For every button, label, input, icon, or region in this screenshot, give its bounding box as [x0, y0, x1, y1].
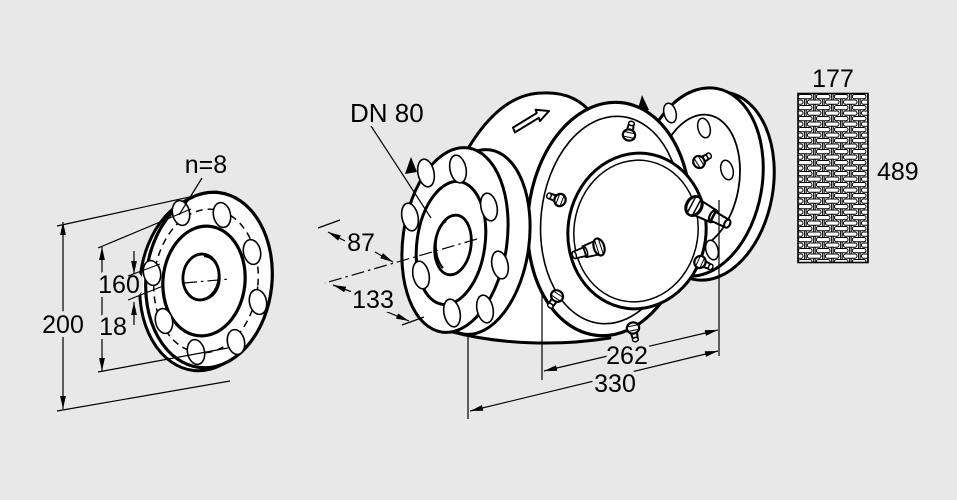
bolt-hole: [154, 307, 174, 335]
rear-bolt-hole: [662, 102, 678, 124]
mesh-detail-view: 177 489: [797, 61, 923, 264]
valve-body-view: [400, 86, 776, 345]
dim-label-87: 87: [347, 229, 375, 257]
dim-label-bolt-circle: 160: [98, 271, 140, 299]
bolt-hole: [142, 259, 162, 287]
dim-label-outer-diameter: 200: [42, 311, 84, 339]
flow-direction-arrow-icon: [512, 108, 550, 134]
front-bolt-hole: [475, 294, 495, 324]
flange-detail-view: [138, 190, 274, 373]
dimension-133: 133: [332, 282, 425, 326]
dn-callout: DN 80: [346, 94, 432, 219]
bolt-hole: [186, 338, 206, 366]
bolt-hole: [248, 288, 268, 316]
front-bolt-hole: [442, 298, 462, 328]
bolt-hole: [226, 328, 246, 356]
dim-label-bolt-hole: 18: [99, 313, 127, 341]
dimension-line: [469, 350, 719, 412]
front-bolt-hole: [416, 158, 436, 188]
bolt-count-label: n=8: [185, 151, 227, 179]
leader-line: [370, 125, 432, 219]
front-bolt-hole: [490, 250, 510, 280]
tick-line: [401, 316, 425, 326]
bolt-count-callout: n=8: [178, 147, 231, 216]
valve-dimensions: DN 80 87 133 262 330: [317, 94, 720, 419]
rear-bolt-hole: [719, 159, 735, 181]
front-flange-tab: [405, 157, 417, 174]
front-bolt-hole: [400, 202, 420, 232]
bore-center-line: [183, 278, 231, 284]
dimension-87: 87: [317, 219, 394, 263]
dn-label: DN 80: [350, 98, 424, 128]
extension-line: [97, 208, 192, 249]
rear-bolt-hole: [696, 117, 712, 139]
front-bolt-hole: [479, 192, 499, 222]
dimension-18: 18: [95, 251, 164, 345]
bolt-hole: [242, 238, 262, 266]
dim-label-262: 262: [606, 342, 648, 370]
bolt-hole: [212, 201, 232, 229]
extension-line: [56, 380, 231, 412]
axis-center-line: [324, 238, 478, 284]
dim-label-133: 133: [352, 286, 394, 314]
tick-line: [317, 219, 341, 229]
dimension-arrow: [332, 284, 353, 293]
extension-line: [97, 347, 229, 373]
mesh-width-label: 177: [812, 65, 854, 93]
front-flange: [400, 146, 532, 336]
front-bolt-hole: [411, 260, 431, 290]
extension-line: [127, 263, 161, 277]
dim-label-330: 330: [594, 370, 636, 398]
flange-bore-wall: [202, 254, 221, 301]
front-bore-wall: [434, 220, 447, 269]
flange-dimensions: 200 160 18 n=8: [38, 147, 231, 412]
mesh-length-label: 489: [877, 158, 919, 186]
front-bolt-hole: [448, 154, 468, 184]
leader-line: [178, 177, 203, 216]
dimension-arrow: [384, 310, 410, 322]
mesh-screen: [797, 92, 869, 264]
dimension-330: 330: [469, 350, 719, 412]
dimension-arrow: [374, 251, 394, 263]
rear-bolt-hole: [704, 239, 720, 261]
extension-line: [127, 285, 164, 301]
dimension-arrow: [327, 231, 346, 242]
